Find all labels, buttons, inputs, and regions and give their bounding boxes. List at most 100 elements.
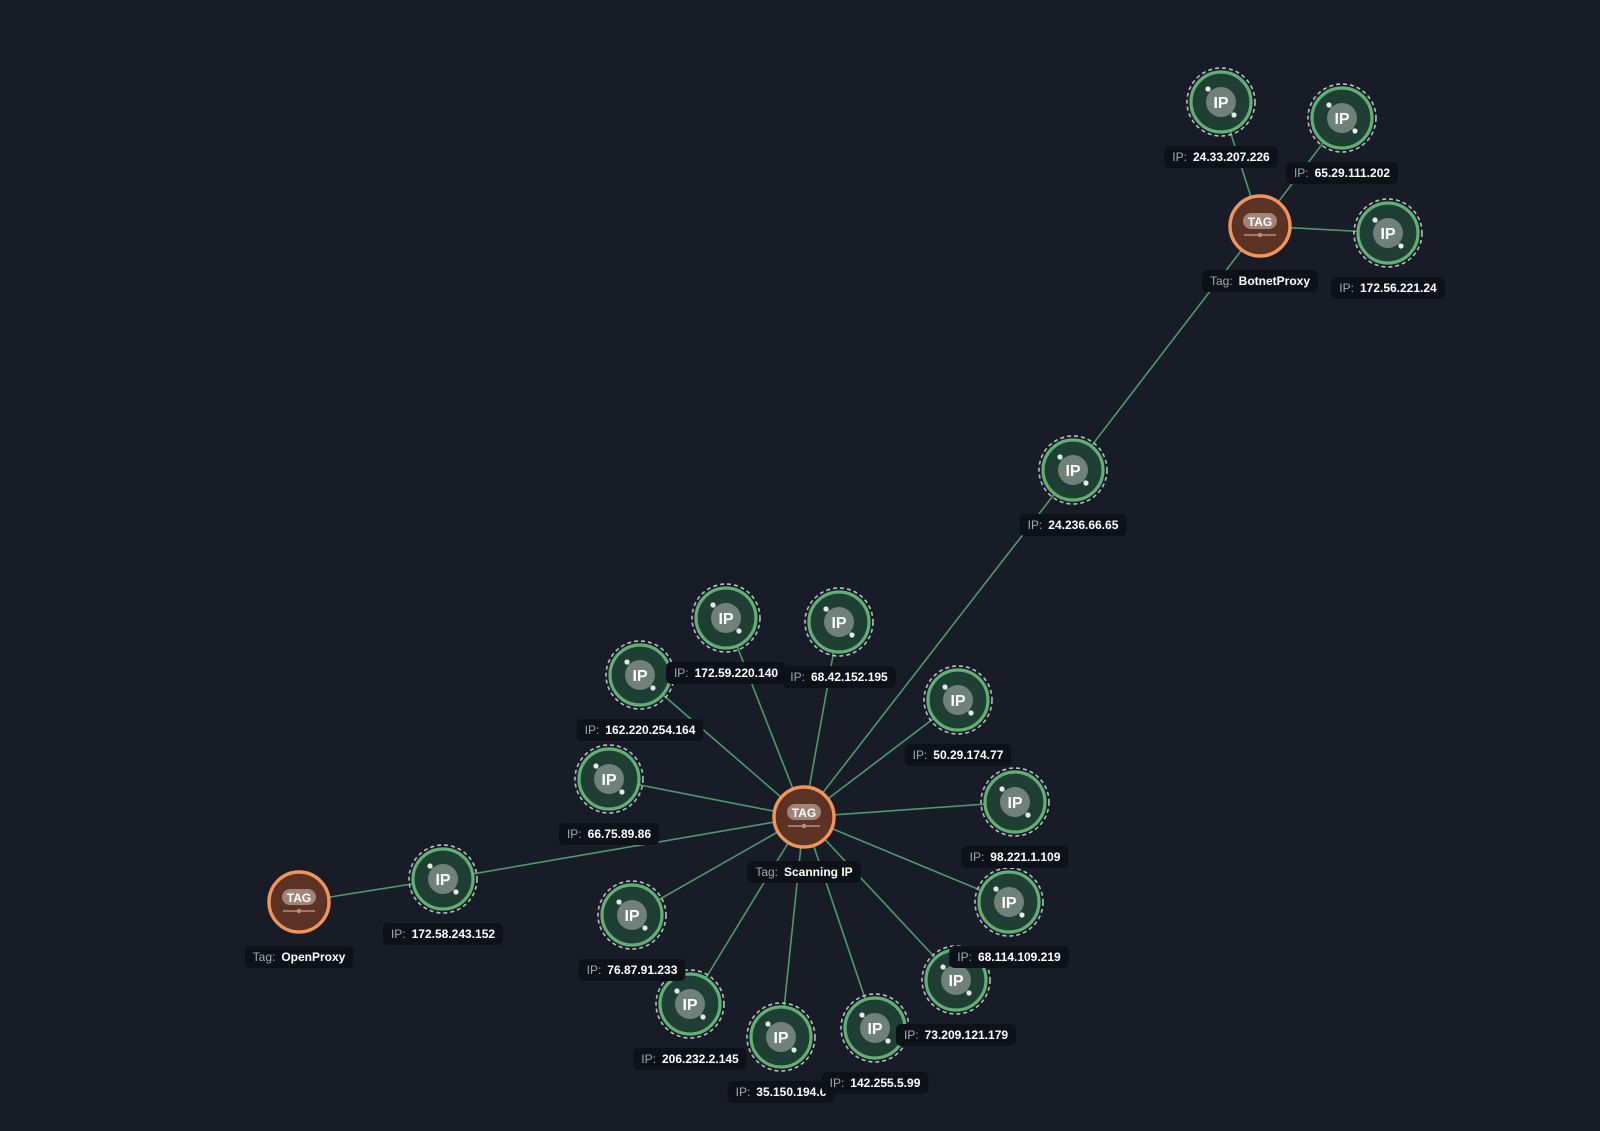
ip-node-ip5[interactable]: IP bbox=[691, 583, 761, 653]
label-prefix: IP: bbox=[970, 850, 985, 864]
label-background bbox=[904, 744, 1012, 766]
dashed-ring bbox=[804, 587, 874, 657]
label-background bbox=[665, 662, 787, 684]
node-label-ip7: IP:162.220.254.164 bbox=[576, 719, 704, 741]
ip-icon-text: IP bbox=[1380, 226, 1395, 243]
dashed-ring bbox=[1038, 435, 1108, 505]
ip-node-ip10[interactable]: IP bbox=[980, 767, 1050, 837]
tag-icon: TAG bbox=[787, 804, 821, 829]
label-background bbox=[576, 719, 704, 741]
ip-icon: IP bbox=[765, 1021, 797, 1053]
ip-icon-text: IP bbox=[773, 1030, 788, 1047]
node-label-ip9: IP:66.75.89.86 bbox=[558, 823, 660, 845]
label-value: 66.75.89.86 bbox=[588, 827, 652, 841]
label-prefix: IP: bbox=[1172, 150, 1187, 164]
ip-node-ip16[interactable]: IP bbox=[974, 867, 1044, 937]
ip-icon-text: IP bbox=[1065, 463, 1080, 480]
label-value: 142.255.5.99 bbox=[850, 1076, 920, 1090]
ip-node-ip1[interactable]: IP bbox=[1186, 67, 1256, 137]
ip-node-ip6[interactable]: IP bbox=[804, 587, 874, 657]
ip-icon: IP bbox=[940, 964, 972, 996]
labels: Tag:BotnetProxyIP:24.33.207.226IP:65.29.… bbox=[244, 146, 1445, 1103]
node-label-tag-openproxy: Tag:OpenProxy bbox=[244, 946, 354, 968]
node-label-ip3: IP:172.56.221.24 bbox=[1331, 277, 1445, 299]
ip-node-ip9[interactable]: IP bbox=[574, 744, 644, 814]
ip-node-ip3[interactable]: IP bbox=[1353, 198, 1423, 268]
ip-icon-text: IP bbox=[950, 693, 965, 710]
label-value: 68.114.109.219 bbox=[978, 950, 1061, 964]
label-background bbox=[782, 666, 896, 688]
dashed-ring bbox=[921, 945, 991, 1015]
label-value: 35.150.194.6 bbox=[756, 1085, 826, 1099]
ip-icon-text: IP bbox=[831, 615, 846, 632]
tag-icon-text: TAG bbox=[287, 891, 311, 905]
tag-node-tag-botnet[interactable]: TAG bbox=[1228, 194, 1292, 258]
dashed-ring bbox=[1353, 198, 1423, 268]
tag-node-tag-openproxy[interactable]: TAG bbox=[267, 870, 331, 934]
tag-icon-text: TAG bbox=[792, 806, 816, 820]
label-background bbox=[1285, 162, 1399, 184]
node-label-ip1: IP: 24.33.207.226 bbox=[1164, 146, 1278, 168]
label-background bbox=[821, 1072, 929, 1094]
label-value: BotnetProxy bbox=[1239, 274, 1311, 288]
dashed-ring bbox=[980, 767, 1050, 837]
nodes: TAG IP IP IP IP TAG IP IP IP IP IP IP IP IP IP IP IP IP IP… bbox=[267, 67, 1423, 1072]
label-prefix: IP: bbox=[830, 1076, 845, 1090]
ip-node-ip13[interactable]: IP bbox=[746, 1002, 816, 1072]
node-label-ip6: IP:68.42.152.195 bbox=[782, 666, 896, 688]
label-value: 172.59.220.140 bbox=[695, 666, 779, 680]
tag-icon-text: TAG bbox=[1248, 215, 1272, 229]
label-value: 172.56.221.24 bbox=[1360, 281, 1437, 295]
ip-node-ip14[interactable]: IP bbox=[840, 993, 910, 1063]
label-background bbox=[382, 923, 504, 945]
label-value: 24.33.207.226 bbox=[1193, 150, 1270, 164]
node-label-ip10: IP: 98.221.1.109 bbox=[961, 846, 1069, 868]
ip-icon: IP bbox=[993, 886, 1025, 918]
ip-icon: IP bbox=[710, 602, 742, 634]
label-prefix: IP: bbox=[913, 748, 928, 762]
ip-icon-text: IP bbox=[948, 973, 963, 990]
ip-icon-text: IP bbox=[632, 668, 647, 685]
ip-node-ip12[interactable]: IP bbox=[655, 969, 725, 1039]
tag-node-tag-scanning[interactable]: TAG bbox=[772, 785, 836, 849]
label-background bbox=[633, 1048, 747, 1070]
tag-icon: TAG bbox=[282, 889, 316, 914]
ip-node-ip2[interactable]: IP bbox=[1307, 83, 1377, 153]
ip-node-ip4[interactable]: IP bbox=[1038, 435, 1108, 505]
dashed-ring bbox=[974, 867, 1044, 937]
label-background bbox=[244, 946, 354, 968]
label-prefix: IP: bbox=[641, 1052, 656, 1066]
label-prefix: IP: bbox=[736, 1085, 751, 1099]
ip-icon: IP bbox=[859, 1012, 891, 1044]
label-background bbox=[578, 959, 686, 981]
label-background bbox=[558, 823, 660, 845]
ip-icon: IP bbox=[674, 988, 706, 1020]
dashed-ring bbox=[691, 583, 761, 653]
ip-icon: IP bbox=[942, 684, 974, 716]
label-prefix: Tag: bbox=[1210, 274, 1233, 288]
ip-node-ip8[interactable]: IP bbox=[923, 665, 993, 735]
label-value: 206.232.2.145 bbox=[662, 1052, 739, 1066]
ip-icon-text: IP bbox=[1213, 95, 1228, 112]
node-label-ip4: IP:24.236.66.65 bbox=[1019, 514, 1127, 536]
ip-icon-text: IP bbox=[1007, 795, 1022, 812]
label-background bbox=[949, 946, 1069, 968]
ip-icon-text: IP bbox=[435, 872, 450, 889]
label-background bbox=[1164, 146, 1278, 168]
ip-node-ip11[interactable]: IP bbox=[597, 880, 667, 950]
ip-icon-text: IP bbox=[867, 1021, 882, 1038]
ip-icon-text: IP bbox=[624, 908, 639, 925]
dashed-ring bbox=[1186, 67, 1256, 137]
label-prefix: IP: bbox=[587, 963, 602, 977]
ip-node-ip17[interactable]: IP bbox=[408, 844, 478, 914]
label-value: 172.58.243.152 bbox=[412, 927, 496, 941]
ip-node-ip7[interactable]: IP bbox=[605, 640, 675, 710]
label-background bbox=[1019, 514, 1127, 536]
dashed-ring bbox=[1307, 83, 1377, 153]
label-background bbox=[747, 861, 861, 883]
edge-tag-scanning-ip14 bbox=[803, 816, 876, 1029]
label-value: 98.221.1.109 bbox=[990, 850, 1060, 864]
label-prefix: IP: bbox=[674, 666, 689, 680]
label-prefix: IP: bbox=[1294, 166, 1309, 180]
